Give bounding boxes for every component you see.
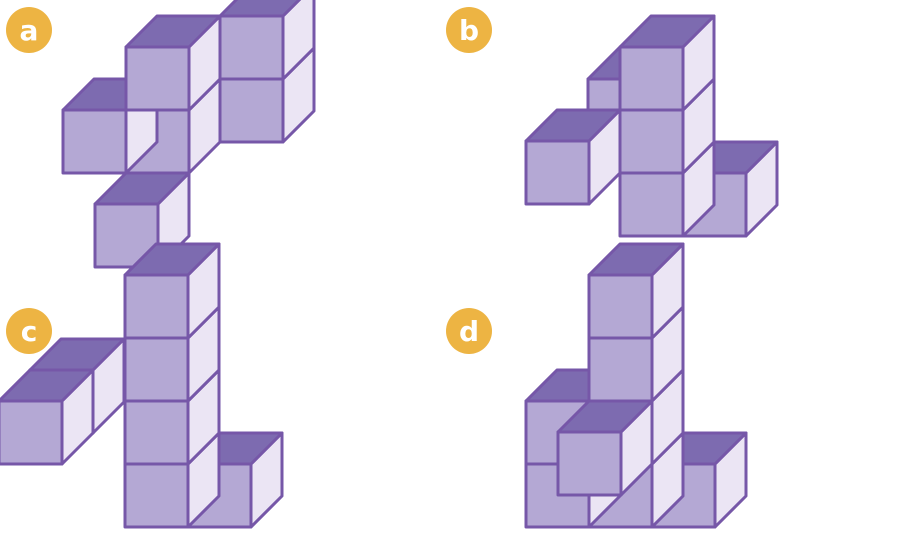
cube-front-face [218,77,285,144]
option-b: b [446,7,779,238]
cube-figure-c [0,242,284,529]
cube [587,242,685,340]
option-badge: a [6,7,52,53]
cube-front-face [618,45,685,112]
cube-front-face [556,430,623,497]
option-badge-circle [446,308,492,354]
cube [123,242,221,340]
option-label: d [459,315,479,348]
option-label: c [21,315,38,348]
option-badge: d [446,308,492,354]
cube-figure-d [524,242,748,529]
option-a: a [6,0,316,269]
cube [0,368,95,466]
cube-front-face [587,273,654,340]
option-badge: c [6,308,52,354]
cube [524,108,622,206]
option-badge-circle [446,7,492,53]
cube-front-face [61,108,128,175]
cube-front-face [123,273,190,340]
option-badge-circle [6,7,52,53]
cube-front-face [218,14,285,81]
cube-front-face [124,45,191,112]
cube-front-face [618,108,685,175]
cube-figure-b [524,14,779,238]
cube-front-face [524,139,591,206]
cube [556,399,654,497]
option-c: c [0,242,284,529]
cube [93,171,191,269]
cube-front-face [618,171,685,238]
cube-front-face [0,399,64,466]
option-label: a [20,14,39,47]
cube-figure-a [61,0,316,269]
option-label: b [459,14,479,47]
cube [618,14,716,112]
cube-front-face [123,399,190,466]
option-badge-circle [6,308,52,354]
cube [124,14,222,112]
cube-front-face [123,336,190,403]
cube [218,0,316,81]
cube-front-face [587,336,654,403]
option-badge: b [446,7,492,53]
option-d: d [446,242,748,529]
cube-front-face [123,462,190,529]
